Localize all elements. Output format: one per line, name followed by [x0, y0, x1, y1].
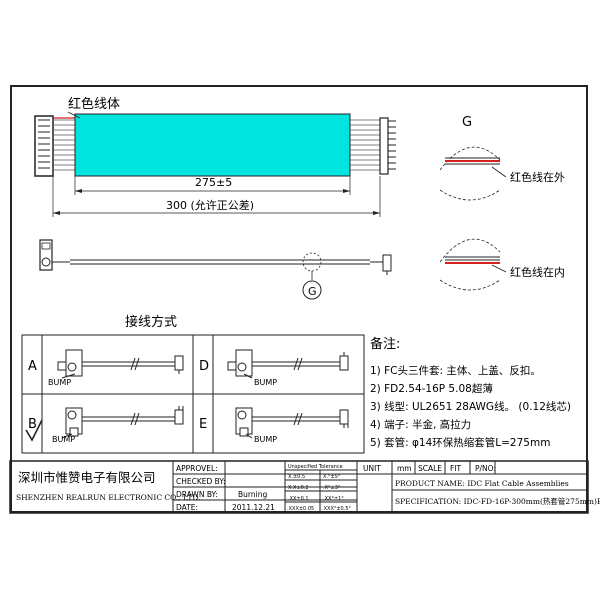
detail-view [439, 146, 507, 291]
heat-shrink-sleeve [74, 113, 351, 177]
specification: SPECIFICATION: IDC-FD-16P-300mm(热套管275mm… [395, 496, 600, 506]
drawn-value: Burning [238, 490, 267, 499]
wiring-option-a [57, 349, 184, 379]
product-name: PRODUCT NAME: IDC Flat Cable Assemblies [395, 479, 569, 488]
tol-r1-c1: X.±0.5 [288, 474, 305, 480]
company-name-cn: 深圳市惟赞电子有限公司 [18, 470, 156, 485]
option-b-label: B [28, 417, 37, 432]
tol-r2-c2: .X°±3° [323, 485, 341, 491]
drawing-frame [10, 85, 588, 513]
approved-label: APPROVEL: [176, 464, 218, 473]
fit-label: FIT [450, 464, 462, 473]
left-connector [34, 115, 54, 177]
tolerance-title: Unspecified Tolerance [288, 464, 343, 470]
notes-title: 备注: [370, 336, 400, 352]
note-item-2: 2) FD2.54-16P 5.08超薄 [370, 382, 493, 395]
bump-label-e: BUMP [254, 435, 277, 444]
note-item-1: 1) FC头三件套: 主体、上盖、反扣。 [370, 364, 541, 377]
bump-label-b: BUMP [52, 435, 75, 444]
scale-label: SCALE [418, 464, 442, 473]
tol-r3-c1: .XX±0.1 [288, 496, 309, 502]
cable-label: 红色线体 [68, 96, 120, 112]
date-value: 2011.12.21 [232, 503, 275, 512]
detail-callout-circle [302, 280, 322, 300]
drawn-label: DRAWN BY: [176, 490, 218, 499]
tol-r4-c1: .XXX±0.05 [287, 506, 314, 512]
wiring-option-d [227, 349, 349, 379]
side-right-connector [382, 254, 392, 272]
cable-side-view [39, 239, 392, 300]
wiring-table [21, 334, 365, 454]
note-item-4: 4) 端子: 半金, 高拉力 [370, 418, 471, 431]
unit-value: mm [397, 464, 412, 473]
tol-r2-c1: X.X±0.2 [288, 485, 309, 491]
selected-check-icon [25, 419, 43, 442]
unit-label: UNIT [363, 464, 381, 473]
pno-label: P/NO: [475, 464, 496, 473]
wiring-option-b [61, 406, 184, 439]
cable-top-view [34, 111, 396, 217]
title-block [9, 460, 589, 514]
company-name-en: SHENZHEN REALRUN ELECTRONIC CO., LTD. [16, 493, 201, 502]
tol-r4-c2: .XXX°±0.5° [322, 506, 352, 512]
tol-r1-c2: X.°±5° [323, 474, 341, 480]
note-item-3: 3) 线型: UL2651 28AWG线。 (0.12线芯) [370, 400, 571, 413]
detail-title: G [462, 115, 472, 130]
date-label: DATE: [176, 503, 198, 512]
note-item-5: 5) 套管: φ14环保热缩套管L=275mm [370, 436, 550, 449]
tol-r3-c2: .XX°±1° [323, 496, 344, 502]
detail-callout-label: G [308, 285, 317, 298]
option-a-label: A [28, 359, 37, 374]
red-in-label: 红色线在内 [510, 265, 565, 279]
dim-outer-label: 300 (允许正公差) [166, 198, 254, 212]
dim-inner-label: 275±5 [195, 176, 232, 189]
red-out-label: 红色线在外 [510, 170, 565, 184]
right-connector [379, 117, 389, 175]
bump-label-a: BUMP [48, 378, 71, 387]
wiring-title: 接线方式 [125, 314, 177, 330]
checked-label: CHECKED BY: [176, 477, 226, 486]
wiring-option-e [235, 407, 349, 439]
option-e-label: E [199, 417, 207, 432]
bump-label-d: BUMP [254, 378, 277, 387]
option-d-label: D [199, 359, 209, 374]
